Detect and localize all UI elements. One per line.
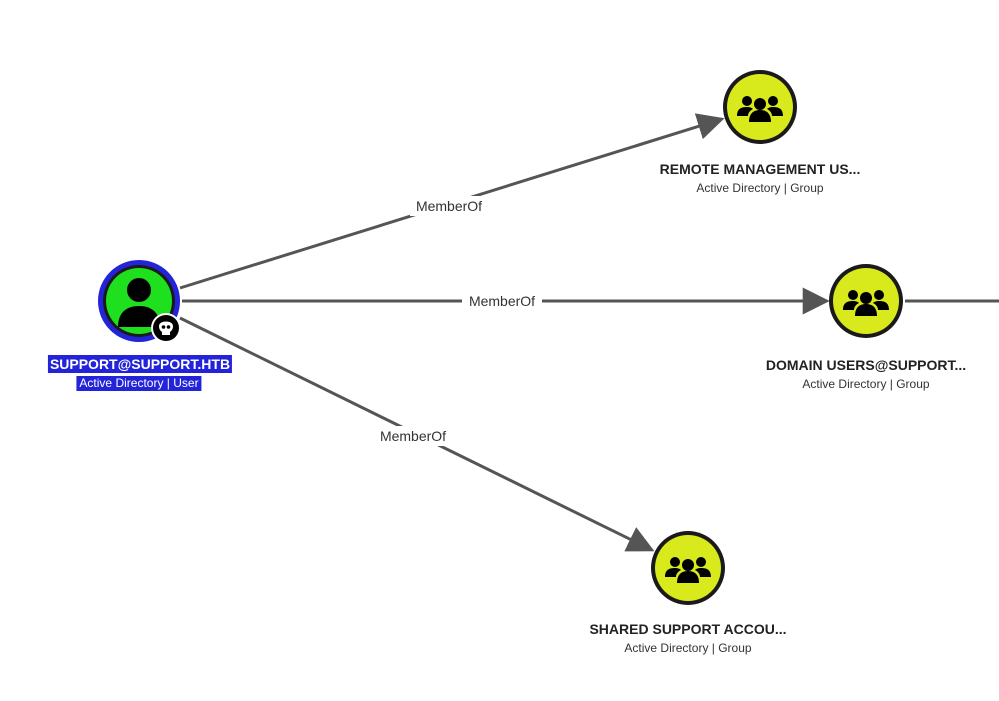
- node-remote-management-subtitle: Active Directory | Group: [696, 181, 824, 195]
- edge-to-shared-support[interactable]: MemberOf: [179, 316, 655, 552]
- node-group-domain-users[interactable]: [829, 264, 903, 338]
- node-user-title[interactable]: SUPPORT@SUPPORT.HTB: [47, 355, 233, 373]
- node-user-subtitle: Active Directory | User: [76, 376, 202, 391]
- edge-label-domain-users: MemberOf: [469, 293, 535, 309]
- node-remote-management-title[interactable]: REMOTE MANAGEMENT US...: [659, 161, 861, 177]
- node-domain-users-subtitle: Active Directory | Group: [802, 377, 930, 391]
- edge-to-remote-management[interactable]: MemberOf: [179, 113, 725, 290]
- edge-label-remote-management: MemberOf: [416, 198, 482, 214]
- node-group-remote-management[interactable]: [723, 70, 797, 144]
- node-domain-users-title[interactable]: DOMAIN USERS@SUPPORT...: [765, 357, 967, 373]
- edge-label-shared-support: MemberOf: [380, 428, 446, 444]
- node-user-support[interactable]: [98, 260, 181, 343]
- node-shared-support-subtitle: Active Directory | Group: [624, 641, 752, 655]
- skull-icon: [151, 313, 181, 343]
- user-icon: [118, 278, 160, 327]
- node-group-shared-support[interactable]: [651, 531, 725, 605]
- edge-to-domain-users[interactable]: MemberOf: [182, 287, 830, 315]
- node-shared-support-title[interactable]: SHARED SUPPORT ACCOU...: [589, 621, 787, 637]
